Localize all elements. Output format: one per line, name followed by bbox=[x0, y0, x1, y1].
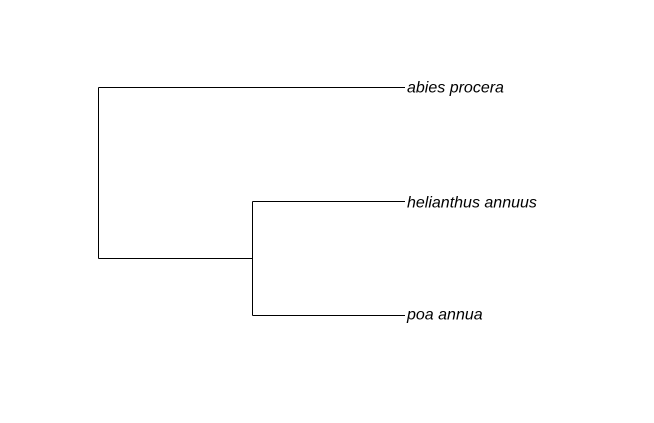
tree-branches bbox=[98, 87, 405, 316]
tip-label-abies-procera: abies procera bbox=[407, 80, 504, 97]
tip-labels: abies procera helianthus annuus poa annu… bbox=[406, 80, 537, 324]
tip-label-poa-annua: poa annua bbox=[406, 307, 483, 324]
tip-label-helianthus-annuus: helianthus annuus bbox=[407, 195, 537, 212]
